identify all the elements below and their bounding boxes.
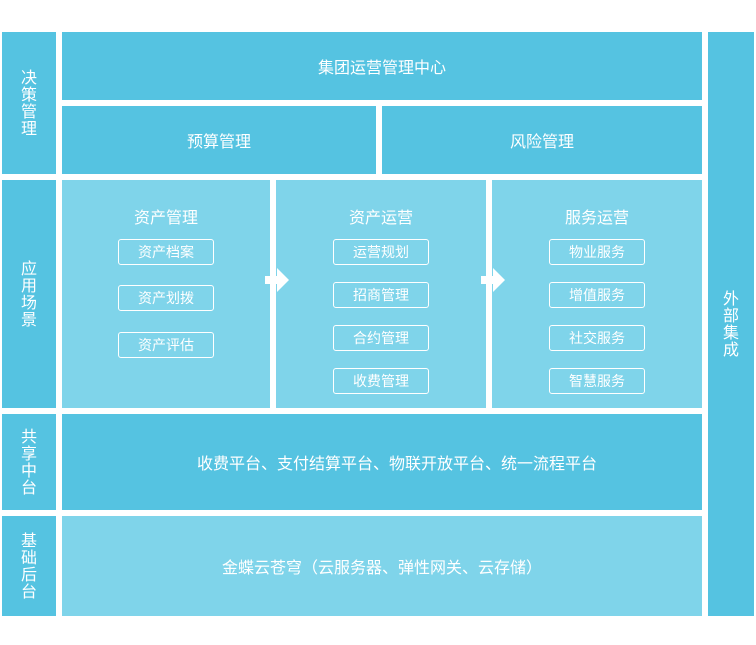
- item-social-service: 社交服务: [549, 325, 645, 351]
- group-operations-center-text: 集团运营管理中心: [317, 58, 446, 77]
- label-infrastructure: 基础后台: [2, 516, 56, 616]
- label-scenario-text: 应用场景: [20, 259, 37, 329]
- column-asset-management: 资产管理 资产档案 资产划拨 资产评估: [62, 180, 270, 408]
- item-asset-evaluation: 资产评估: [118, 332, 214, 358]
- infrastructure-bar: 金蝶云苍穹（云服务器、弹性网关、云存储）: [62, 516, 702, 616]
- label-decision-management: 决策管理: [2, 32, 56, 174]
- arrow-stem-2: [481, 276, 493, 284]
- shared-platform-text: 收费平台、支付结算平台、物联开放平台、统一流程平台: [196, 454, 597, 473]
- column-title: 资产管理: [133, 208, 198, 227]
- item-smart-service: 智慧服务: [549, 368, 645, 394]
- group-operations-center: 集团运营管理中心: [62, 32, 702, 100]
- item-property-service: 物业服务: [549, 239, 645, 265]
- shared-platform-bar: 收费平台、支付结算平台、物联开放平台、统一流程平台: [62, 414, 702, 510]
- item-asset-transfer: 资产划拨: [118, 285, 214, 311]
- label-application-scenario: 应用场景: [2, 180, 56, 408]
- risk-management: 风险管理: [382, 106, 702, 174]
- arrow-right-icon: [277, 268, 289, 292]
- arrow-stem-1: [265, 276, 277, 284]
- item-fee-management: 收费管理: [333, 368, 429, 394]
- label-decision-text: 决策管理: [20, 68, 37, 138]
- label-infra-text: 基础后台: [20, 531, 37, 601]
- column-title: 资产运营: [348, 208, 413, 227]
- item-contract-management: 合约管理: [333, 325, 429, 351]
- budget-management-text: 预算管理: [186, 132, 251, 151]
- label-external-text: 外部集成: [722, 289, 739, 359]
- column-service-operation: 服务运营 物业服务 增值服务 社交服务 智慧服务: [492, 180, 702, 408]
- column-asset-operation: 资产运营 运营规划 招商管理 合约管理 收费管理: [276, 180, 486, 408]
- infrastructure-text: 金蝶云苍穹（云服务器、弹性网关、云存储）: [221, 558, 542, 577]
- label-platform-text: 共享中台: [20, 427, 37, 497]
- risk-management-text: 风险管理: [509, 132, 574, 151]
- item-asset-archive: 资产档案: [118, 239, 214, 265]
- budget-management: 预算管理: [62, 106, 376, 174]
- item-value-added-service: 增值服务: [549, 282, 645, 308]
- column-title: 服务运营: [564, 208, 629, 227]
- item-operation-planning: 运营规划: [333, 239, 429, 265]
- label-shared-platform: 共享中台: [2, 414, 56, 510]
- item-investment-management: 招商管理: [333, 282, 429, 308]
- label-external-integration: 外部集成: [708, 32, 754, 616]
- arrow-right-icon: [493, 268, 505, 292]
